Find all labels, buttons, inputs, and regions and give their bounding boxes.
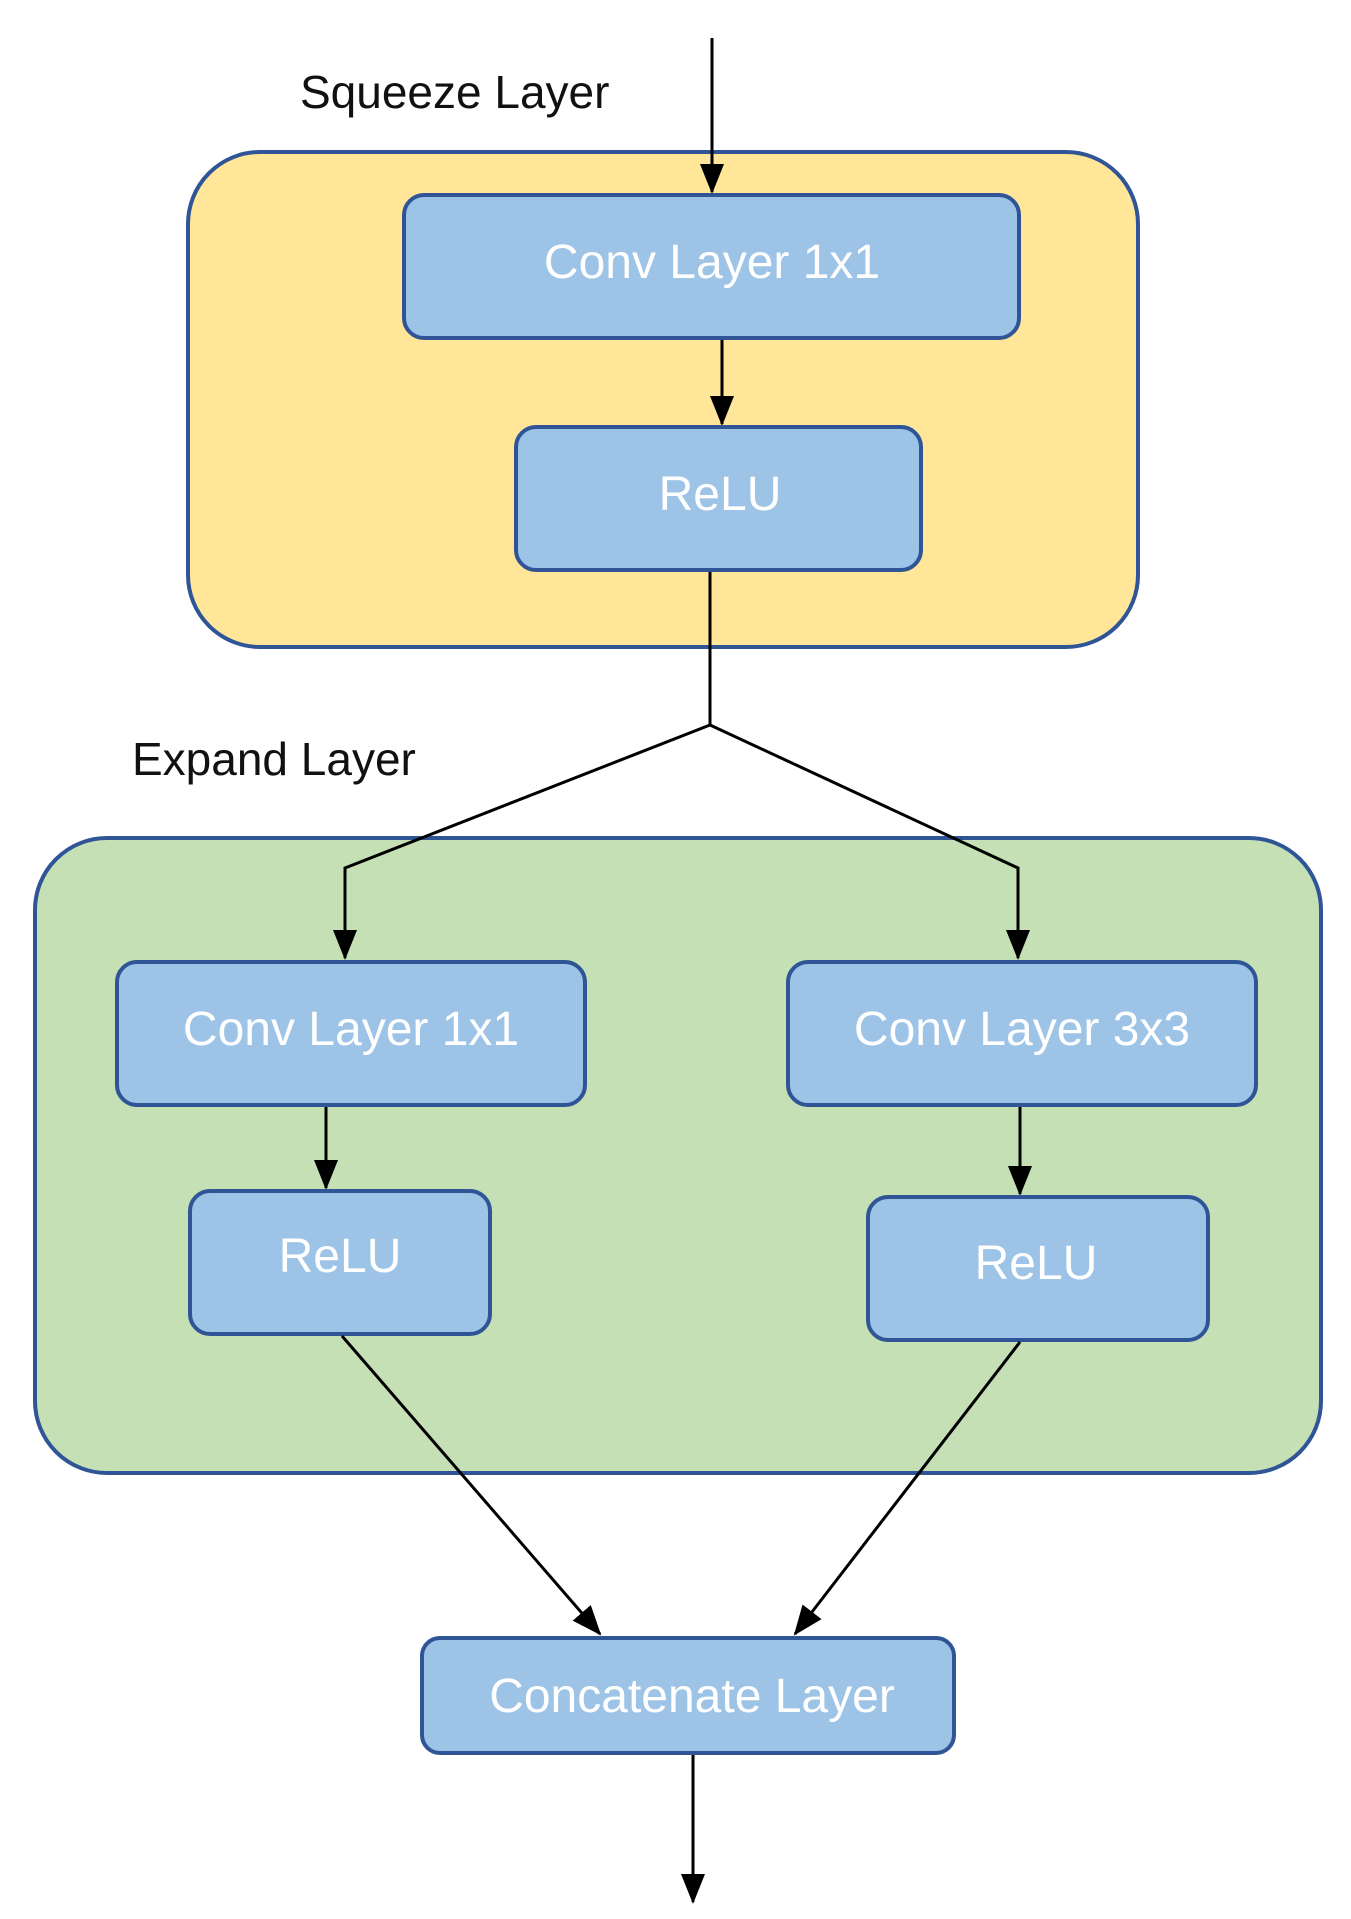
right-relu-to-concat-arrow (793, 1341, 1022, 1636)
squeeze-layer-title: Squeeze Layer (300, 66, 609, 118)
squeeze-relu-label: ReLU (659, 468, 782, 521)
left-relu-to-concat-arrow (340, 1335, 602, 1636)
expand-left-conv-box (115, 960, 587, 1107)
split-right-arrow (709, 723, 1030, 960)
squeeze-conv-label: Conv Layer 1x1 (544, 236, 880, 289)
split-left-arrow (333, 723, 711, 960)
expand-left-relu-label: ReLU (279, 1230, 402, 1283)
expand-right-relu-label: ReLU (975, 1237, 1098, 1290)
concatenate-layer-box (420, 1636, 956, 1755)
squeeze-relu-box (514, 425, 923, 572)
expand-right-relu-box (866, 1195, 1210, 1342)
concatenate-layer-label: Concatenate Layer (489, 1670, 895, 1723)
expand-right-conv-label: Conv Layer 3x3 (854, 1003, 1190, 1056)
expand-layer-title: Expand Layer (132, 733, 416, 785)
expand-left-conv-label: Conv Layer 1x1 (183, 1003, 519, 1056)
expand-layer-container (33, 836, 1323, 1475)
squeeze-conv-box (402, 193, 1021, 340)
expand-right-conv-box (786, 960, 1258, 1107)
expand-left-relu-box (188, 1189, 492, 1336)
